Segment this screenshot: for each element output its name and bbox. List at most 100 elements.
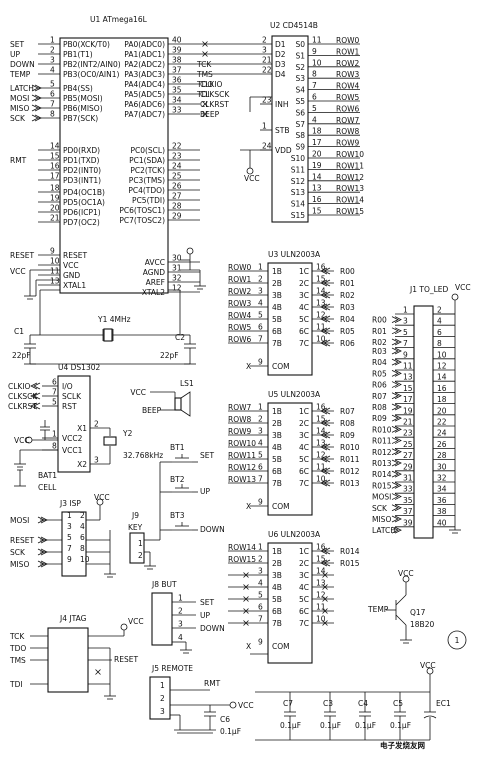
net-arrow: [320, 479, 331, 487]
j1-pin-number: 13: [403, 373, 413, 382]
u1-mcu-body: [59, 37, 169, 294]
j1-net-label: R012: [372, 448, 392, 457]
no-connect-mark: [243, 620, 249, 626]
j4-pin-net: TDO: [9, 644, 26, 653]
u1-pin-number: 9: [50, 247, 55, 256]
u5-pin-label: 1B: [272, 407, 282, 416]
u2-pin-number: 8: [312, 70, 317, 79]
u3-pin-number: 10: [316, 335, 326, 344]
u3-pin-label: 7B: [272, 339, 282, 348]
u1-pin-number: 6: [50, 90, 55, 99]
u2-pin-number: 24: [262, 142, 272, 151]
u6-pin-number: 6: [258, 603, 263, 612]
u6-driver-body: [267, 542, 313, 664]
bt1-label: BT1: [170, 443, 185, 452]
u3-output-net: R00: [340, 267, 355, 276]
u3-output-net: R01: [340, 279, 355, 288]
c6-value: 0.1μF: [220, 727, 241, 736]
j1-pin-number: 12: [437, 362, 447, 371]
u6-pin-number: 15: [316, 555, 326, 564]
u5-input-net: ROW11: [228, 451, 256, 460]
j4-jtag-header: [47, 627, 89, 693]
net-arrow: [391, 482, 402, 489]
j1-pin-number: 5: [403, 328, 408, 337]
u3-pin-number: 4: [258, 299, 263, 308]
j5-title: J5 REMOTE: [151, 664, 193, 673]
u2-pin-label: D4: [275, 70, 286, 79]
j5-pin-number: 2: [160, 694, 165, 703]
u6-pin-number: 10: [316, 615, 326, 624]
net-arrow: [391, 515, 402, 523]
u3-pin-number: 7: [258, 335, 263, 344]
u5-pin-number: 1: [258, 403, 263, 412]
net-arrow: [391, 338, 402, 346]
j5-remote-header: [149, 676, 171, 720]
u6-pin-number: 3: [258, 567, 263, 576]
net-arrow: [320, 467, 331, 475]
no-connect-mark: [243, 572, 249, 578]
u2-net-label: ROW0: [336, 36, 360, 45]
u6-pin-number: 12: [316, 591, 326, 600]
u2-pin-label: INH: [275, 100, 288, 109]
j3-pin-number: 5: [67, 533, 72, 542]
j4-vcc-label: VCC: [128, 617, 144, 626]
j1-pin-number: 15: [403, 384, 413, 393]
j9-title: J9: [131, 511, 139, 520]
u5-pin-label: 4C: [299, 443, 309, 452]
u3-input-net: ROW6: [228, 335, 252, 344]
u5-input-net: ROW12: [228, 463, 256, 472]
j3-pin-net: MISO: [10, 560, 29, 569]
u5-pin-label: 6B: [272, 467, 282, 476]
u2-pin-label: S13: [291, 188, 306, 197]
c4-value: 0.1μF: [355, 721, 376, 730]
u5-pin-label: 2C: [299, 419, 309, 428]
u1-net-label: TEMP: [9, 70, 31, 79]
u5-output-net: R09: [340, 431, 355, 440]
j1-pin-number: 20: [437, 406, 447, 415]
j1-title: J1 TO_LED: [409, 285, 449, 294]
u6-pin-label: 4C: [299, 583, 309, 592]
c1-label: C1: [14, 327, 24, 336]
u1-pin-number: 12: [172, 284, 182, 293]
ec1-label: EC1: [436, 699, 451, 708]
u1-pin-label: PB7(SCK): [63, 114, 98, 123]
u3-input-net: ROW0: [228, 263, 252, 272]
u6-pin-number: 7: [258, 615, 263, 624]
bt1-set-label: SET: [200, 451, 214, 460]
u2-net-label: ROW3: [336, 70, 360, 79]
u1-pin-label: PC1(SDA): [129, 156, 165, 165]
u2-pin-label: S2: [295, 63, 305, 72]
u1-pin-number: 24: [172, 162, 182, 171]
j1-pin-number: 38: [437, 507, 447, 516]
j1-pin-number: 25: [403, 440, 413, 449]
u1-port-c-net: TDI: [196, 90, 210, 99]
j1-pin-number: 3: [403, 317, 408, 326]
j1-net-label: R015: [372, 481, 392, 490]
u3-pin-label: 6B: [272, 327, 282, 336]
j1-pin-number: 23: [403, 429, 413, 438]
u3-input-net: ROW5: [228, 323, 252, 332]
net-arrow: [320, 267, 331, 275]
u5-pin-label: 6C: [299, 467, 309, 476]
u1-pin-number: 14: [50, 142, 60, 151]
u5-pin-number: 7: [258, 475, 263, 484]
u1-pin-label: PA7(ADC7): [124, 110, 165, 119]
j8-pin-number: 2: [178, 607, 183, 616]
u1-pin-label: PC2(TCK): [130, 166, 165, 175]
j1-pin-number: 22: [437, 418, 447, 427]
u1-pin-number: 31: [172, 264, 182, 273]
u5-pin-label: 3B: [272, 431, 282, 440]
u1-port-a-net: CLKSCK: [200, 90, 230, 99]
u4-pin-number: 1: [52, 430, 57, 439]
j1-net-label: R010: [372, 425, 392, 434]
u1-pin-label: PA4(ADC4): [124, 80, 165, 89]
u1-pin-number: 4: [50, 66, 55, 75]
u6-pin-number: 16: [316, 543, 326, 552]
u1-pin-label: PA0(ADC0): [124, 40, 165, 49]
u2-pin-number: 9: [312, 47, 317, 56]
u3-pin-label: 6C: [299, 327, 309, 336]
u5-output-net: R011: [340, 455, 360, 464]
net-arrow: [391, 358, 402, 366]
u3-input-net: ROW4: [228, 311, 252, 320]
reset-net-label: RESET: [10, 251, 34, 260]
